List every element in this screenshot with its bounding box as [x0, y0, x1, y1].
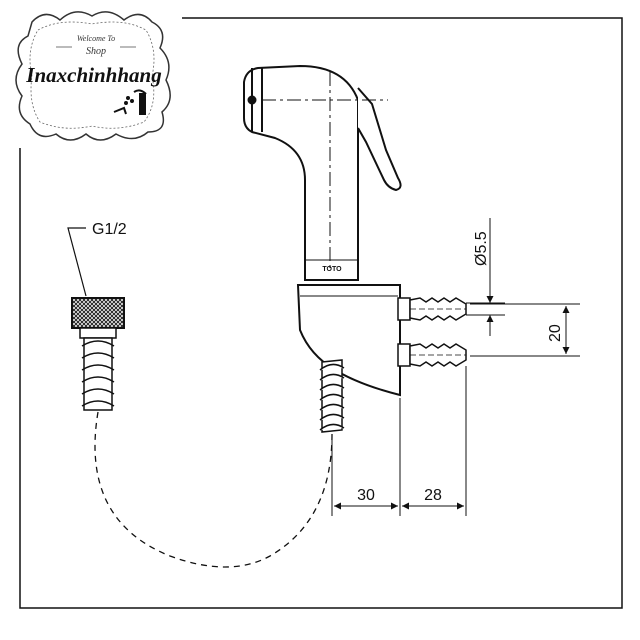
wall-bracket	[296, 284, 401, 397]
logo-ornate-frame	[15, 11, 171, 141]
hole-diameter-dimension	[466, 218, 505, 336]
head-marking: TOTO	[322, 266, 342, 273]
depth-label-right: 28	[424, 487, 442, 504]
shower-icon	[113, 89, 147, 115]
wall-anchor-upper	[397, 297, 467, 321]
hole-diameter-label: Ø5.5	[473, 231, 490, 266]
hose-connector-left	[71, 297, 125, 411]
logo-brand-text: Inaxchinhhang	[25, 63, 161, 87]
hose-spring-right	[319, 359, 345, 433]
thread-label: G1/2	[92, 221, 127, 238]
depth-label-left: 30	[357, 487, 375, 504]
drawing-frame	[19, 17, 623, 609]
hose-dashed	[94, 411, 333, 568]
screw-spacing-label: 20	[547, 324, 564, 342]
thread-callout	[67, 227, 87, 297]
knurled-nut	[71, 297, 125, 329]
shop-logo: Welcome To Shop Inaxchinhhang	[0, 0, 182, 148]
screw-spacing-dimension	[470, 303, 580, 357]
depth-dimension	[331, 366, 467, 516]
wall-anchor-lower	[397, 343, 467, 367]
logo-shop-text: Shop	[86, 46, 106, 57]
logo-welcome-text: Welcome To	[77, 34, 115, 43]
spray-head	[243, 64, 402, 281]
